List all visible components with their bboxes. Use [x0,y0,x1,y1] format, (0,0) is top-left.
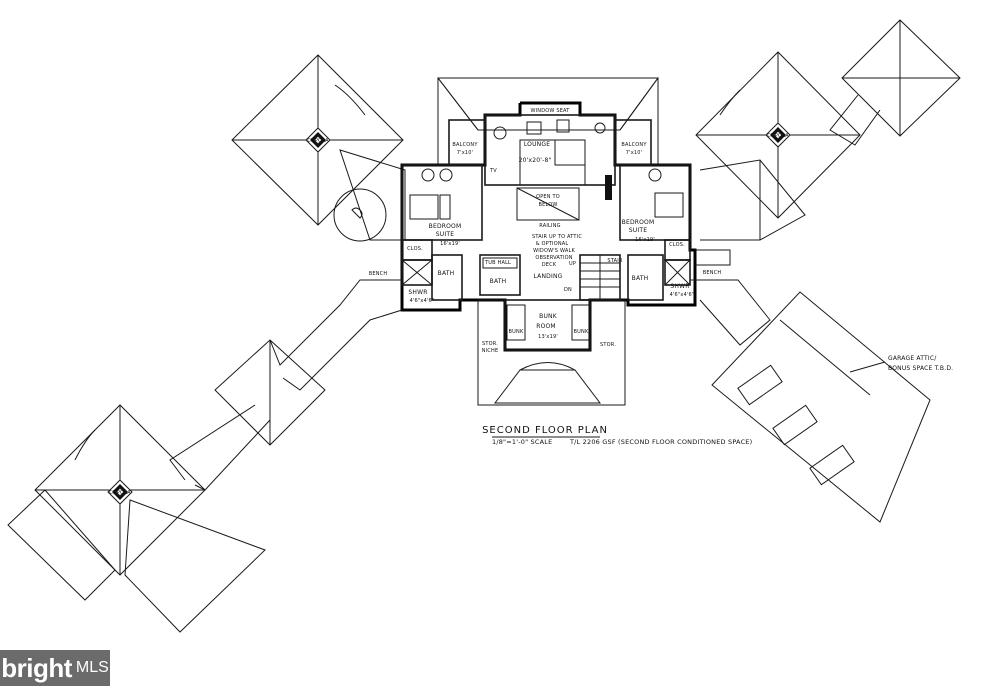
label-shwr-right-dim: 4'6"x4'6" [670,292,695,298]
label-shwr-right: SHWR [670,283,689,290]
label-suite-left: SUITE [436,231,454,238]
label-shwr-left-dim: 4'6"x4'6" [410,298,435,304]
label-bath-left: BATH [438,270,455,277]
label-garage-note-1: GARAGE ATTIC/ [888,355,937,362]
label-window-seat: WINDOW SEAT [530,108,570,114]
label-balcony-left: BALCONY [452,142,478,148]
plan-title: SECOND FLOOR PLAN [482,425,608,436]
label-stor-right: STOR. [600,342,616,348]
label-bedroom-right: BEDROOM [622,219,655,226]
label-shwr-left: SHWR [408,289,427,296]
roof-south-center [477,299,626,406]
label-bench-right: BENCH [703,270,722,276]
plan-labels: CUPOLA CUPOLA CUPOLA WINDOW SEAT LOUNGE … [109,108,953,496]
roof-right-wing [690,249,931,523]
label-bedroom-right-dim: 16'x19' [635,237,655,243]
label-railing: RAILING [539,223,560,229]
label-stair-note-2: & OPTIONAL [536,241,569,247]
roof-upper-left [231,54,406,242]
label-storage-nook-1: STOR. [482,341,498,347]
label-balcony-right: BALCONY [621,142,647,148]
label-tub-hall: TUB HALL [484,260,511,266]
label-bunk-right: BUNK [574,329,589,335]
watermark-brand: bright [1,652,72,683]
label-cupola-1: CUPOLA [307,138,329,144]
roof-left-wing [7,279,403,633]
watermark-suffix: MLS [75,659,109,676]
label-tv: TV [489,168,497,174]
label-bunk-room: BUNK [539,313,558,320]
label-stair-note-4: OBSERVATION [535,255,572,261]
label-cupola-3: CUPOLA [109,490,131,496]
label-suite-right: SUITE [629,227,647,234]
label-bunk-room-dim: 13'x19' [538,334,558,340]
label-open-to-below-1: OPEN TO [536,194,560,200]
label-dn: DN [564,287,572,293]
label-lounge-dim: 20'x20'-8" [519,157,552,164]
label-bath-center: BATH [490,278,507,285]
label-stair-note-5: DECK [542,262,557,268]
label-storage-nook-2: NICHE [482,348,499,354]
label-garage-note-2: BONUS SPACE T.B.D. [888,365,953,372]
plan-area-note: T/L 2206 GSF (SECOND FLOOR CONDITIONED S… [569,438,752,446]
label-lounge: LOUNGE [524,141,550,148]
label-bench-left: BENCH [369,271,388,277]
label-open-to-below-2: BELOW [538,202,557,208]
label-stair: STAIR [607,258,623,264]
label-up: UP [569,261,576,267]
plan-scale-note: 1/8"=1'-0" SCALE [492,438,552,446]
roof-upper-right [695,19,961,241]
label-landing: LANDING [533,273,562,280]
label-bunk-room-2: ROOM [536,323,556,330]
roof-north-center [436,77,659,165]
label-bath-right: BATH [632,275,649,282]
label-bunk-left: BUNK [509,329,524,335]
label-cupola-2: CUPOLA [767,133,789,139]
label-clos-left: CLOS. [407,246,423,252]
label-clos-right: CLOS. [669,242,685,248]
label-bedroom-left-dim: 16'x19' [440,241,460,247]
label-stair-note-1: STAIR UP TO ATTIC [532,234,582,240]
label-stair-note-3: WIDOW'S WALK [533,248,575,254]
label-bedroom-left: BEDROOM [429,223,462,230]
bright-mls-watermark: bright MLS [0,650,110,686]
label-balcony-right-dim: 7'x10' [626,150,642,156]
label-balcony-left-dim: 7'x10' [457,150,473,156]
